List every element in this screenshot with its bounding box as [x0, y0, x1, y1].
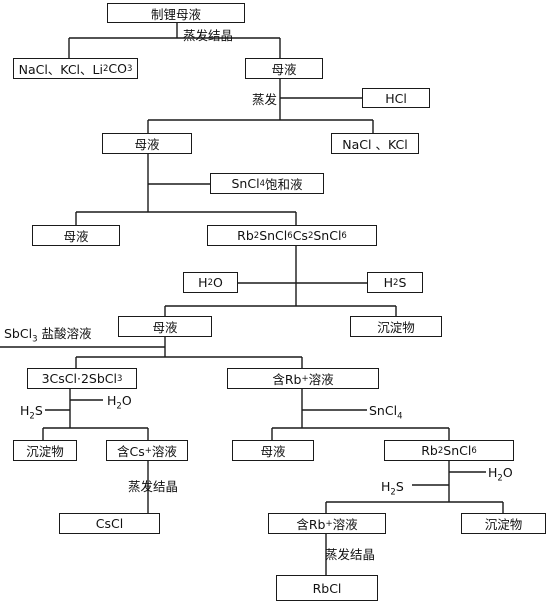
node-rbcl: RbCl — [276, 575, 378, 601]
node-mother-liquor-2: 母液 — [102, 133, 192, 154]
node-rb-solution-1: 含Rb+溶液 — [227, 368, 379, 389]
node-precipitate-2: 沉淀物 — [13, 440, 77, 461]
node-mother-liquor-li: 制锂母液 — [107, 3, 245, 23]
node-nacl-kcl: NaCl 、KCl — [331, 133, 419, 154]
label-evaporate-crystallize-3: 蒸发结晶 — [325, 547, 376, 562]
node-cs-solution: 含Cs+溶液 — [106, 440, 188, 461]
node-mother-liquor-3: 母液 — [32, 225, 120, 246]
node-mother-liquor-5: 母液 — [232, 440, 314, 461]
label-evaporate-crystallize-1: 蒸发结晶 — [183, 28, 234, 43]
node-mother-liquor-1: 母液 — [245, 58, 323, 79]
label-evaporate: 蒸发 — [252, 92, 278, 107]
label-h2s-3: H2S — [381, 479, 404, 498]
node-cscl: CsCl — [59, 513, 160, 534]
label-h2o-2: H2O — [107, 393, 132, 412]
label-sbcl3-hcl-solution: SbCl3 盐酸溶液 — [4, 326, 92, 345]
label-h2s-2: H2S — [20, 403, 43, 422]
label-sncl4: SnCl4 — [369, 403, 403, 422]
label-h2o-3: H2O — [488, 465, 513, 484]
label-evaporate-crystallize-2: 蒸发结晶 — [128, 479, 179, 494]
node-hcl: HCl — [362, 88, 430, 108]
node-precipitate-3: 沉淀物 — [461, 513, 546, 534]
node-rb-solution-2: 含Rb+溶液 — [268, 513, 386, 534]
node-mother-liquor-4: 母液 — [118, 316, 212, 337]
node-precipitate-1: 沉淀物 — [350, 316, 442, 337]
